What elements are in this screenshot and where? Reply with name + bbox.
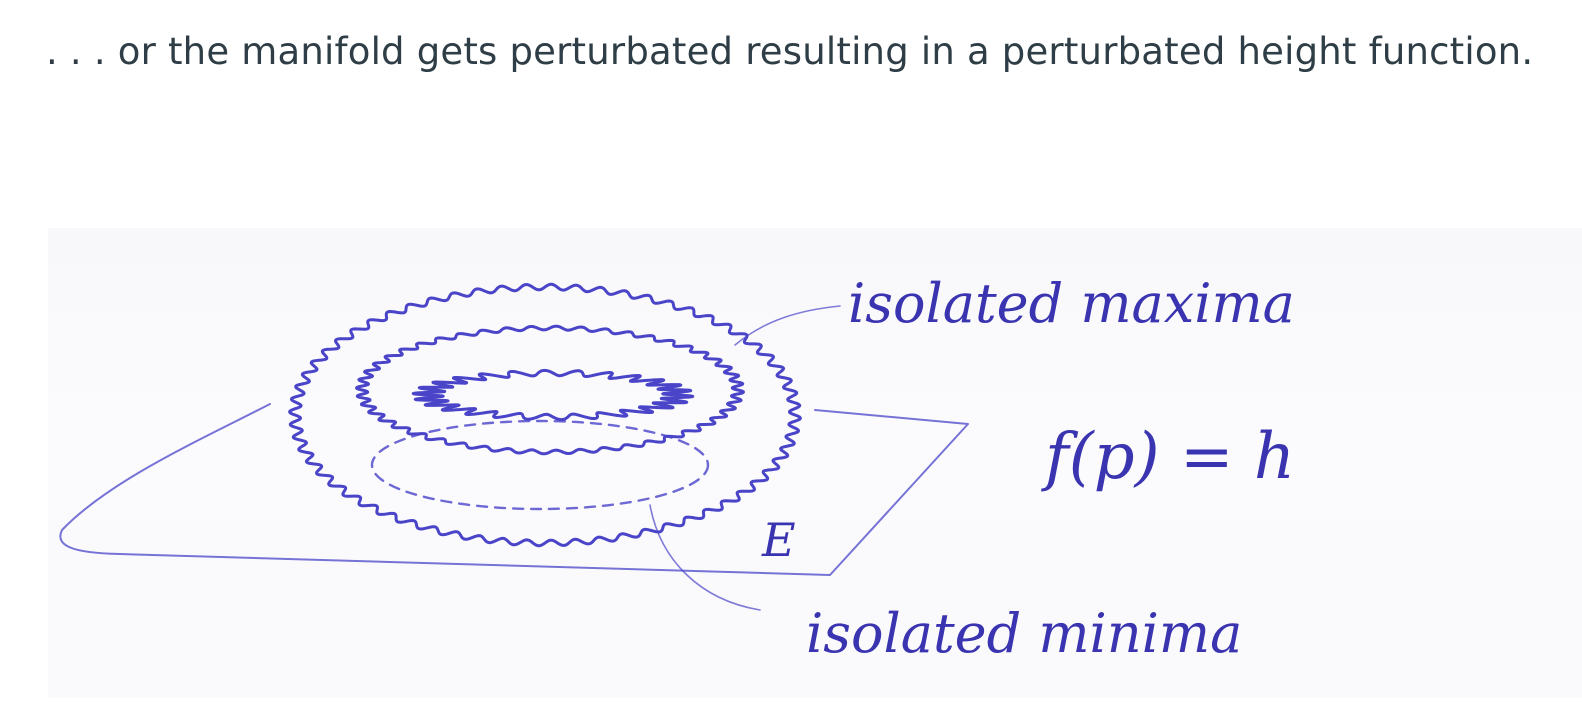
minima-leader-line <box>649 504 761 611</box>
maxima-leader-line <box>734 305 841 346</box>
sketch-background <box>48 228 1582 698</box>
hidden-torus-ring <box>370 419 710 511</box>
plane-letter: E <box>761 513 796 567</box>
inner-torus-ring <box>355 324 745 456</box>
outer-torus-ring <box>288 282 802 548</box>
label-isolated-minima: isolated minima <box>806 602 1242 665</box>
caption-text: . . . or the manifold gets perturbated r… <box>46 30 1534 73</box>
label-isolated-maxima: isolated maxima <box>848 272 1295 335</box>
torus-hole-contour <box>411 368 695 422</box>
plane-outline <box>59 403 969 576</box>
equation-label: f(p) = h <box>1041 420 1295 494</box>
